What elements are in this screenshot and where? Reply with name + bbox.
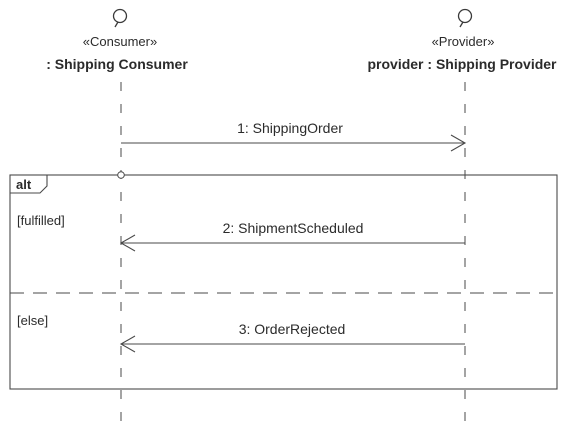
alt-operator-tab xyxy=(10,175,48,194)
consumer-stereotype: «Consumer» xyxy=(83,34,157,49)
alt-fragment: alt [fulfilled] [else] xyxy=(9,171,558,390)
guard-else: [else] xyxy=(17,313,48,328)
provider-lifeline-name: provider : Shipping Provider xyxy=(367,56,557,72)
alt-operator-label: alt xyxy=(16,177,32,192)
fragment-anchor-dot xyxy=(117,171,125,179)
guard-fulfilled: [fulfilled] xyxy=(17,213,65,228)
provider-lifeline-head: «Provider» provider : Shipping Provider xyxy=(367,8,557,72)
provider-interface-icon xyxy=(457,8,473,28)
message-1: 1: ShippingOrder xyxy=(121,120,467,152)
provider-stereotype: «Provider» xyxy=(432,34,495,49)
message-2-label: 2: ShipmentScheduled xyxy=(223,220,364,236)
alt-fragment-frame xyxy=(9,174,558,390)
message-2-arrowhead xyxy=(119,234,136,252)
message-3-label: 3: OrderRejected xyxy=(239,321,346,337)
consumer-lifeline-name: : Shipping Consumer xyxy=(46,56,188,72)
consumer-interface-icon xyxy=(112,8,128,28)
message-3-arrowhead xyxy=(119,335,136,353)
message-1-arrowhead xyxy=(450,134,467,152)
message-2: 2: ShipmentScheduled xyxy=(119,220,465,252)
consumer-lifeline-head: «Consumer» : Shipping Consumer xyxy=(46,8,188,72)
message-3: 3: OrderRejected xyxy=(119,321,465,353)
message-1-label: 1: ShippingOrder xyxy=(237,120,343,136)
